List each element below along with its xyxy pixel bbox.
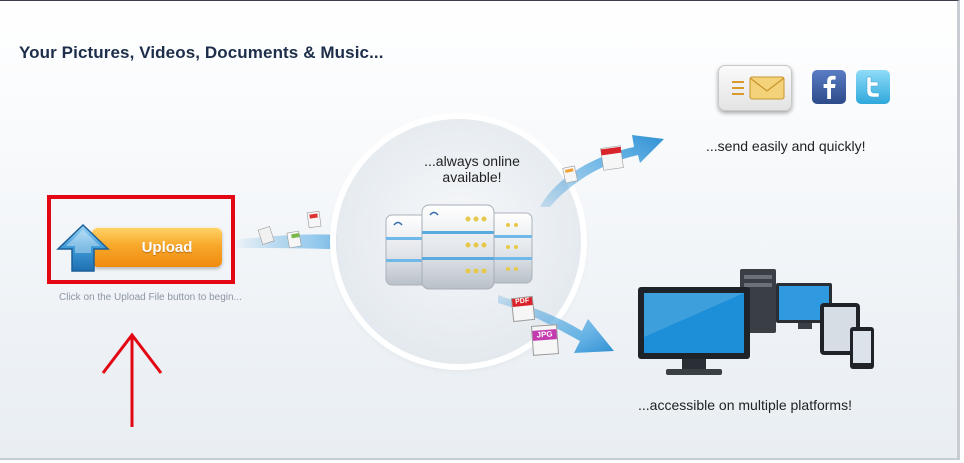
facebook-icon[interactable] [811, 69, 847, 105]
upload-button[interactable]: Upload [92, 227, 222, 267]
pdf-badge: PDF [511, 297, 533, 308]
page-title: Your Pictures, Videos, Documents & Music… [19, 43, 384, 62]
mail-icon[interactable] [718, 65, 792, 111]
pdf-file-icon: PDF [510, 295, 536, 323]
file-icons [257, 210, 322, 249]
upload-hint-text: Click on the Upload File button to begin… [59, 292, 242, 303]
monitor-icon [638, 287, 750, 375]
caption-platforms: ...accessible on multiple platforms! [638, 397, 852, 413]
phone-icon [850, 327, 874, 369]
jpg-badge: JPG [532, 329, 557, 341]
upload-arrow-icon[interactable] [56, 223, 110, 273]
server-icon [385, 204, 533, 290]
caption-send: ...send easily and quickly! [706, 138, 866, 154]
jpg-file-icon: JPG [530, 324, 560, 356]
small-monitor-icon [776, 283, 832, 329]
twitter-icon[interactable] [855, 69, 891, 105]
red-arrow-annotation [101, 332, 163, 427]
caption-always-online: ...always online available! [424, 153, 520, 185]
envelope-icon [732, 76, 785, 100]
red-highlight-box [47, 195, 235, 284]
flow-arrow-to-send [540, 135, 664, 207]
devices-illustration [638, 269, 874, 375]
